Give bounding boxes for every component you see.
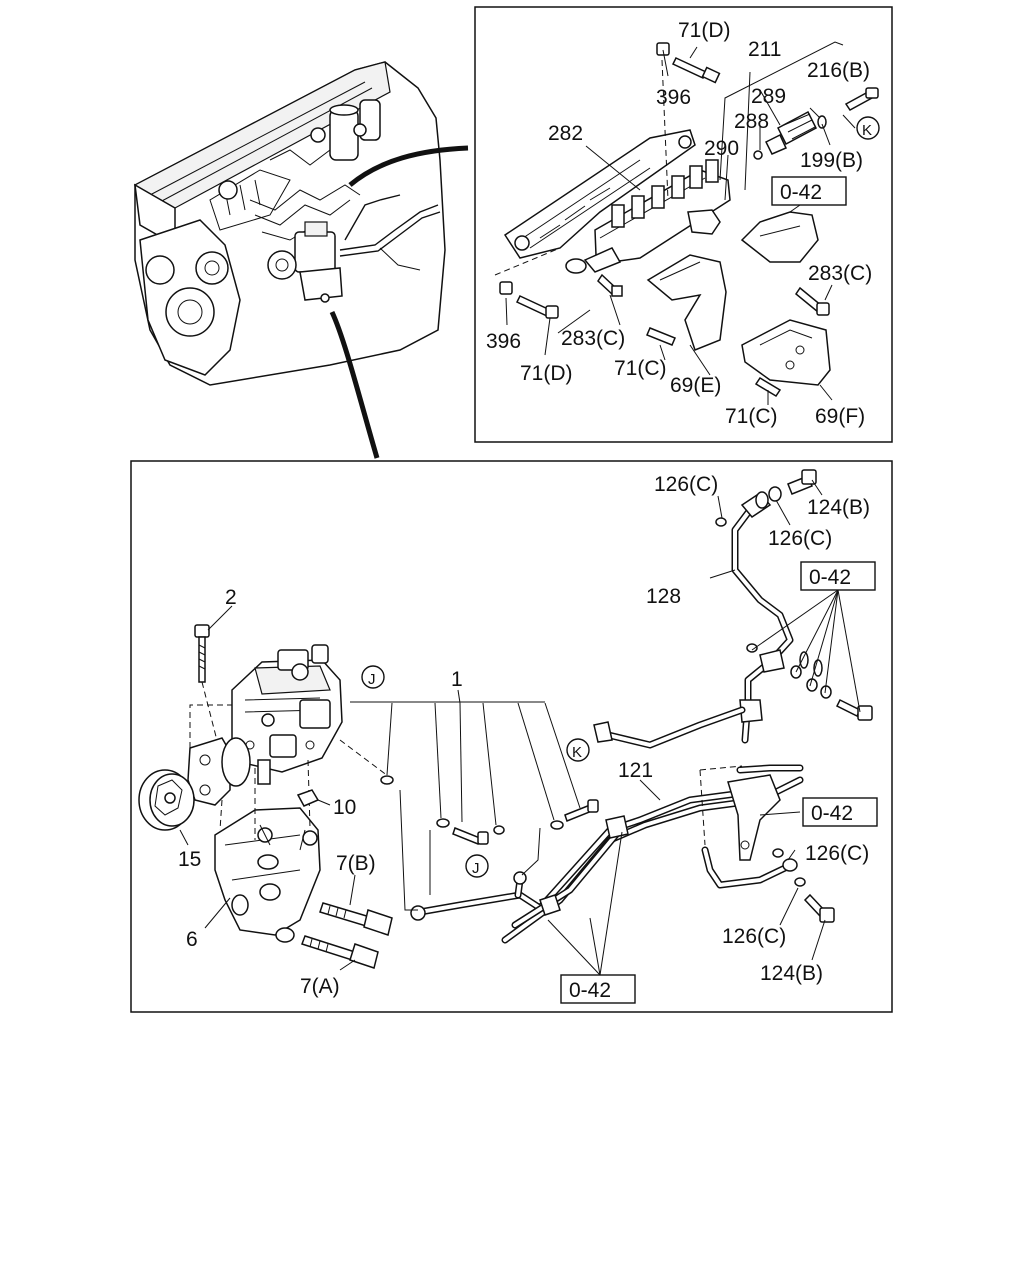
reference-k-marker-main: [566, 738, 590, 762]
callout-71d-top: 71(D): [678, 19, 731, 42]
reference-j-marker-top: [361, 665, 385, 689]
inset-leader-lines: [505, 41, 856, 405]
callout-j-top: J: [368, 671, 376, 688]
callout-k-top: K: [862, 122, 872, 139]
reference-box-0-42-right-middle: [802, 797, 878, 827]
callout-124b-bottom: 124(B): [760, 962, 823, 985]
callout-7b: 7(B): [336, 852, 376, 875]
callout-71c-middle: 71(C): [614, 357, 667, 380]
callout-288: 288: [734, 110, 769, 133]
callout-0-42-bottom: 0-42: [569, 979, 611, 1002]
main-leader-lines: [179, 479, 861, 976]
reference-box-0-42-top: [771, 176, 847, 206]
callout-71c-bottom: 71(C): [725, 405, 778, 428]
callout-124b-top: 124(B): [807, 496, 870, 519]
reference-box-0-42-bottom: [560, 974, 636, 1004]
callout-0-42-top: 0-42: [780, 181, 822, 204]
callout-0-42-right-top: 0-42: [809, 566, 851, 589]
callout-k-main: K: [572, 744, 582, 761]
inset-illustration: [494, 42, 879, 398]
callout-j-bottom: J: [472, 860, 480, 877]
reference-box-0-42-right-top: [800, 561, 876, 591]
main-illustration: [138, 469, 873, 969]
main-callouts: 126(C) 124(B) 126(C) 128 0-42 2 J 1 K 12…: [178, 473, 878, 1004]
callout-126c-b: 126(C): [768, 527, 832, 550]
callout-211: 211: [748, 38, 781, 61]
callout-216b: 216(B): [807, 59, 870, 82]
callout-2: 2: [225, 586, 237, 609]
callout-1: 1: [451, 668, 463, 691]
callout-126c-a: 126(C): [654, 473, 718, 496]
engine-overview-illustration: [133, 61, 469, 459]
callout-283c-middle: 283(C): [561, 327, 625, 350]
callout-283c-right: 283(C): [808, 262, 872, 285]
callout-289: 289: [751, 85, 786, 108]
callout-128: 128: [646, 585, 681, 608]
reference-j-marker-bottom: [465, 854, 489, 878]
callout-126c-c: 126(C): [805, 842, 869, 865]
callout-71d-bottom: 71(D): [520, 362, 573, 385]
callout-69e: 69(E): [670, 374, 721, 397]
callout-0-42-right-middle: 0-42: [811, 802, 853, 825]
callout-396-top: 396: [656, 86, 691, 109]
callout-121: 121: [618, 759, 653, 782]
rail-outlet-stubs: [611, 159, 719, 228]
inset-callouts: 71(D) 211 216(B) 396 289 288 K 282 290 1…: [486, 19, 880, 428]
callout-6: 6: [186, 928, 198, 951]
callout-282: 282: [548, 122, 583, 145]
reference-k-marker-top: [856, 116, 880, 140]
callout-10: 10: [333, 796, 356, 819]
callout-396-bottom: 396: [486, 330, 521, 353]
callout-126c-d: 126(C): [722, 925, 786, 948]
callout-290: 290: [704, 137, 739, 160]
callout-15: 15: [178, 848, 201, 871]
callout-7a: 7(A): [300, 975, 340, 998]
callout-69f: 69(F): [815, 405, 865, 428]
callout-199b: 199(B): [800, 149, 863, 172]
